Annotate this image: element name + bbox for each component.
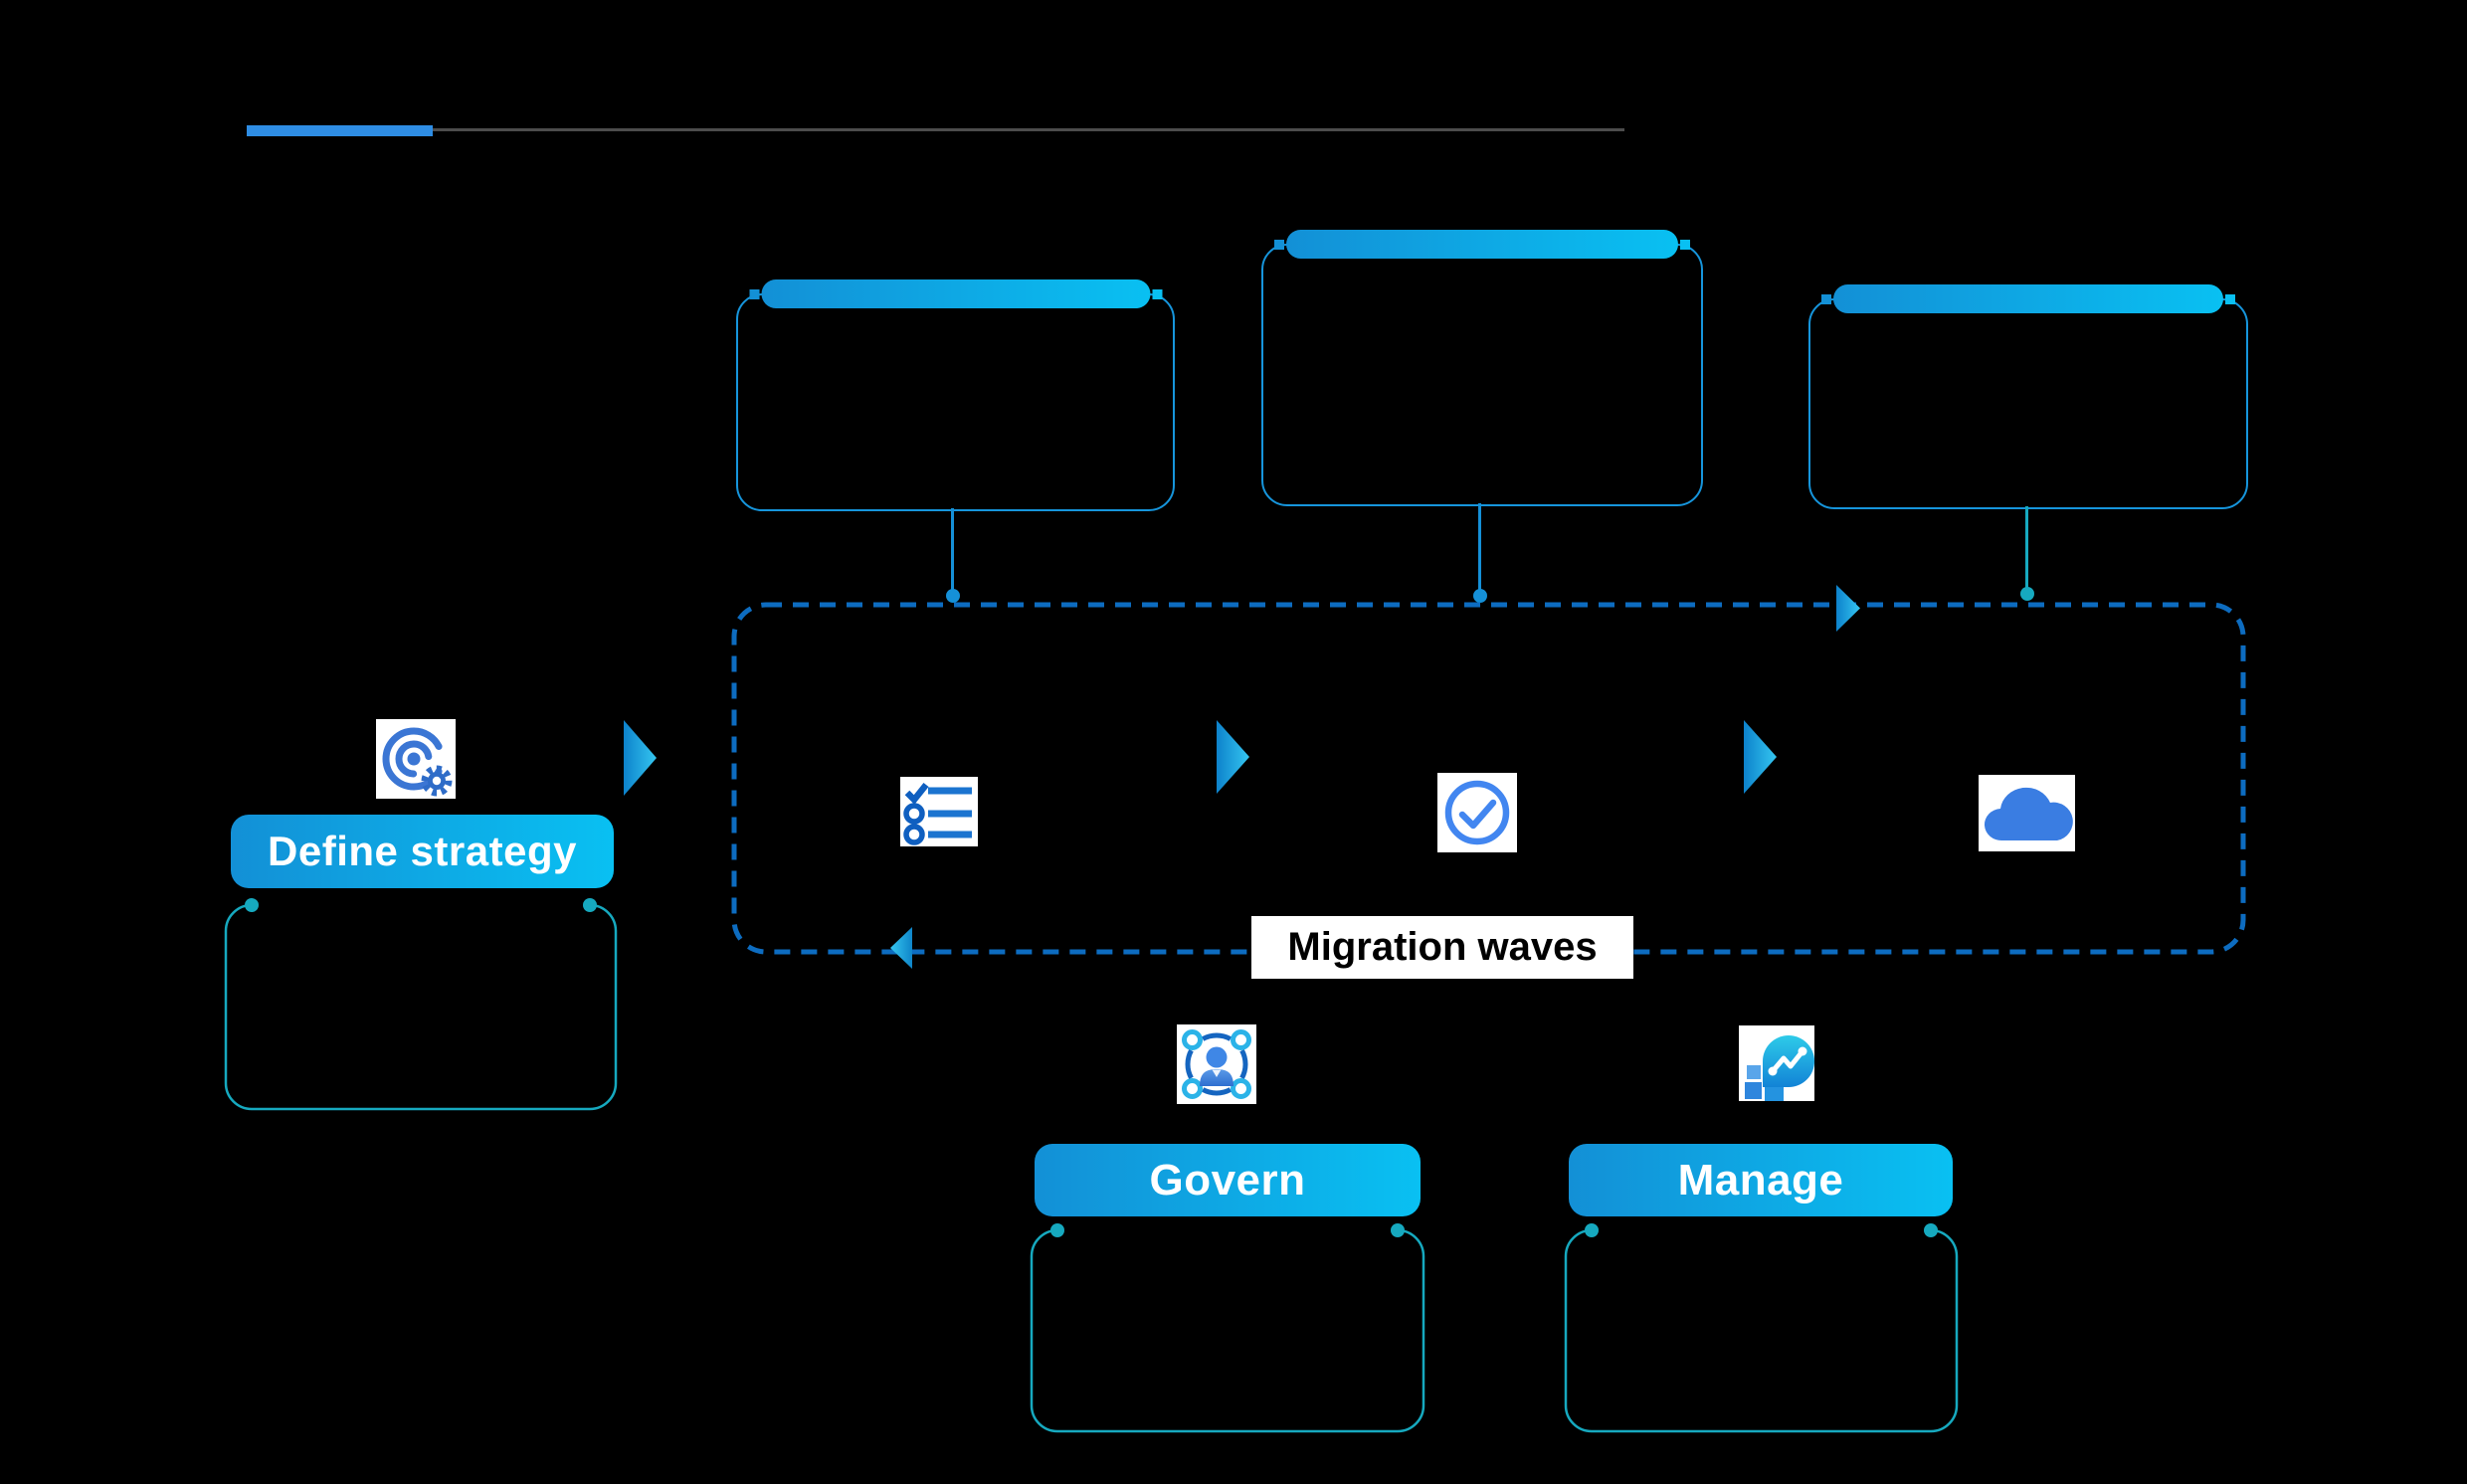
connector-dot-center (1473, 589, 1487, 603)
checklist-icon (900, 777, 978, 846)
define-strategy-label: Define strategy (268, 828, 577, 874)
define-strategy-button: Define strategy (231, 815, 614, 888)
top-box-right-header-bar (1833, 284, 2223, 313)
manage-button: Manage (1569, 1144, 1953, 1216)
govern-label: Govern (1149, 1155, 1306, 1205)
manage-label: Manage (1677, 1155, 1844, 1205)
top-box-center (1261, 230, 1703, 506)
connector-dot-left (946, 589, 960, 603)
title-rule-line (433, 128, 1624, 131)
arrow-right-icon (624, 720, 657, 796)
arrow-right-icon (1836, 585, 1860, 632)
govern-button: Govern (1035, 1144, 1421, 1216)
top-box-left (736, 279, 1175, 511)
connector-dot-right (2020, 587, 2034, 601)
arrow-left-icon (890, 927, 912, 969)
migration-waves-zone (731, 602, 2246, 955)
govern-community-icon (1177, 1024, 1256, 1104)
define-strategy-box (224, 898, 618, 1111)
connector-line-left (951, 508, 954, 592)
top-box-left-header-bar (761, 279, 1150, 308)
migration-waves-label: Migration waves (1251, 916, 1633, 979)
cloud-icon (1979, 775, 2075, 851)
manage-analytics-icon (1739, 1025, 1814, 1101)
check-circle-icon (1437, 773, 1517, 852)
manage-box (1564, 1223, 1959, 1433)
govern-box (1030, 1223, 1425, 1433)
strategy-target-gear-icon (376, 719, 456, 799)
title-accent-bar (247, 125, 433, 136)
arrow-right-icon (1217, 720, 1249, 794)
top-box-right (1808, 284, 2248, 509)
top-box-center-header-bar (1286, 230, 1678, 259)
connector-line-right (2025, 506, 2028, 590)
arrow-right-icon (1744, 720, 1777, 794)
connector-line-center (1478, 503, 1481, 592)
